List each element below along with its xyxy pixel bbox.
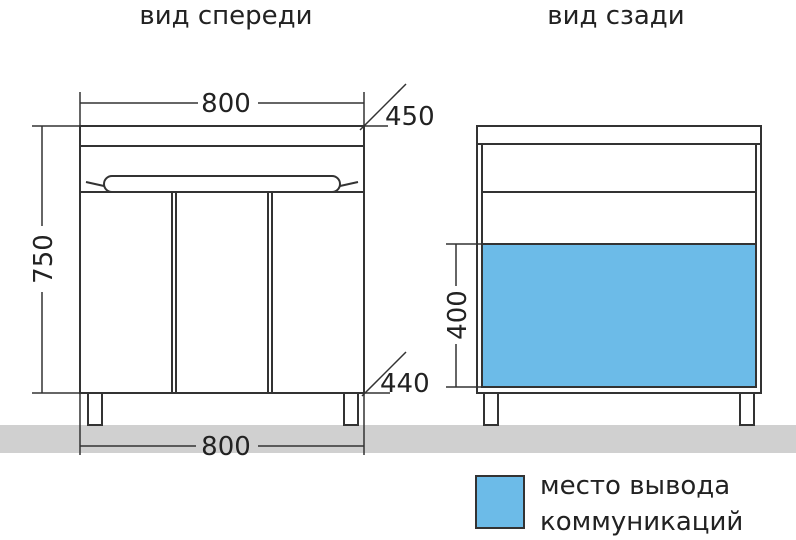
dim-depth-bottom bbox=[361, 351, 407, 397]
floor-band bbox=[0, 425, 796, 453]
dim-height bbox=[32, 125, 80, 394]
front-countertop bbox=[79, 125, 365, 147]
front-door-left bbox=[79, 191, 173, 394]
front-view-title: вид спереди bbox=[139, 1, 312, 31]
front-leg-right bbox=[343, 392, 359, 426]
dim-depth-top bbox=[359, 83, 407, 131]
back-upper-panel bbox=[481, 143, 757, 193]
handle-accents bbox=[85, 181, 359, 187]
back-leg-left bbox=[483, 392, 499, 426]
dim-top-width-label: 800 bbox=[201, 89, 251, 119]
dim-depth-bottom-label: 440 bbox=[380, 369, 430, 399]
front-drawer-handle bbox=[103, 175, 341, 193]
legend-swatch bbox=[475, 475, 525, 529]
dim-height-label: 750 bbox=[29, 234, 59, 284]
back-leg-right bbox=[739, 392, 755, 426]
dim-utility-height-label: 400 bbox=[443, 290, 473, 340]
utility-zone bbox=[481, 243, 757, 388]
dim-depth-top-label: 450 bbox=[385, 102, 435, 132]
front-leg-left bbox=[87, 392, 103, 426]
back-countertop bbox=[476, 125, 762, 145]
front-door-right bbox=[271, 191, 365, 394]
dim-bottom-width bbox=[79, 393, 365, 455]
dim-utility-height bbox=[446, 243, 482, 388]
legend-line-2: коммуникаций bbox=[540, 507, 743, 537]
legend-line-1: место вывода bbox=[540, 471, 730, 501]
front-view bbox=[79, 125, 365, 426]
back-middle-panel bbox=[481, 191, 757, 245]
dim-top-width bbox=[79, 92, 365, 126]
dim-bottom-width-label: 800 bbox=[201, 432, 251, 462]
back-view-title: вид сзади bbox=[547, 1, 684, 31]
front-door-middle bbox=[175, 191, 269, 394]
